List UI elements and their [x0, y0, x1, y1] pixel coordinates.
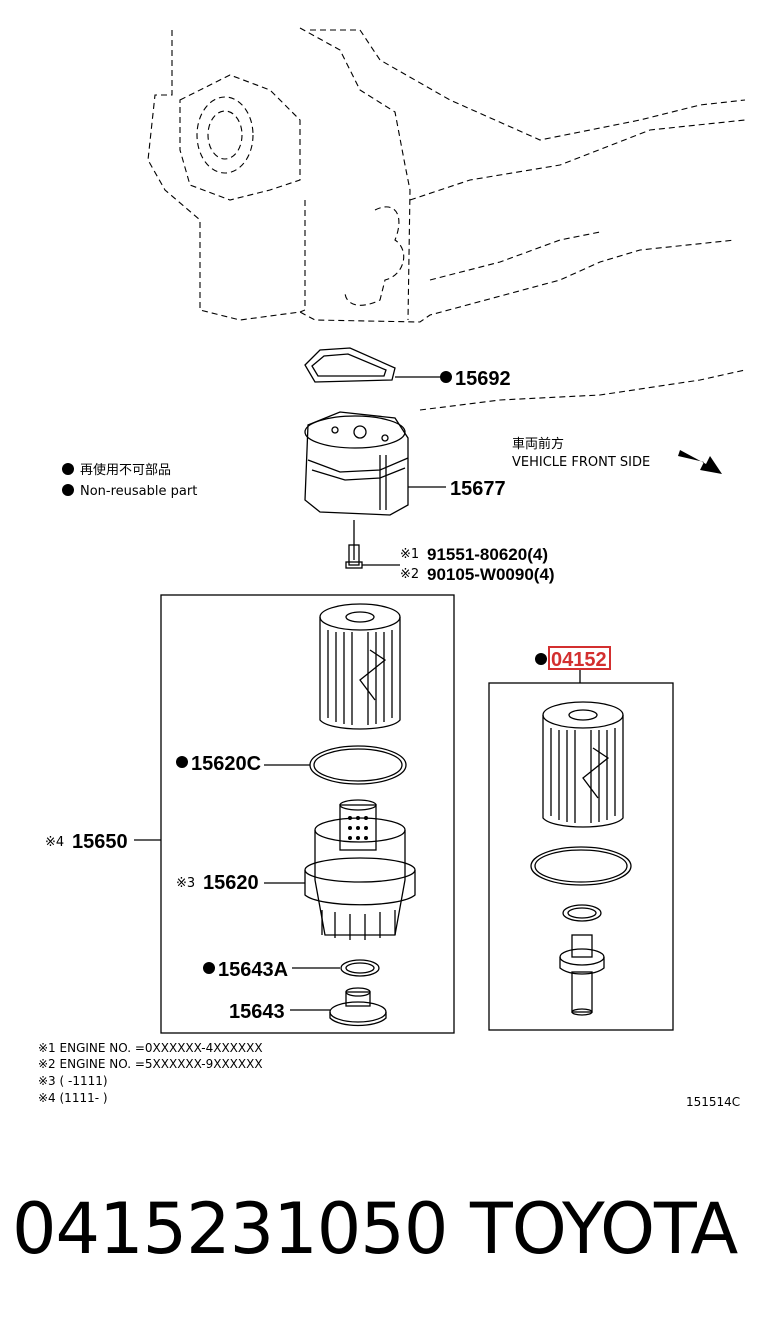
o-ring-kit-small[interactable]	[562, 904, 602, 922]
kit-box-04152	[488, 682, 674, 1031]
gasket-15692[interactable]	[304, 347, 396, 383]
drain-fitting-kit[interactable]	[559, 934, 605, 1016]
o-ring-15620C[interactable]	[309, 745, 407, 785]
legend-dot-en	[62, 484, 74, 496]
label-04152[interactable]: 04152	[551, 649, 607, 671]
direction-jp: 車両前方	[512, 436, 564, 452]
front-direction-arrow-icon	[678, 450, 722, 474]
highlight-04152	[548, 646, 611, 670]
note-4: ※4 (1111- )	[38, 1091, 108, 1105]
oil-filter-housing-15677[interactable]	[304, 411, 409, 516]
filter-cap-15620[interactable]	[304, 799, 416, 940]
direction-en: VEHICLE FRONT SIDE	[512, 455, 650, 470]
label-15643A[interactable]: 15643A	[218, 959, 288, 981]
label-15677[interactable]: 15677	[450, 478, 506, 500]
brand-footer: TOYOTA	[470, 1188, 738, 1270]
bolt[interactable]	[345, 520, 363, 569]
non-reusable-dot-15620C	[176, 756, 188, 768]
o-ring-15643A[interactable]	[340, 959, 380, 977]
non-reusable-dot-04152	[535, 653, 547, 665]
mark-1: ※1	[400, 547, 419, 562]
note-3: ※3 ( -1111)	[38, 1074, 108, 1088]
assembly-box-15650	[160, 594, 455, 1034]
filter-element-kit[interactable]	[542, 701, 624, 828]
label-15650[interactable]: 15650	[72, 831, 128, 853]
label-15620C[interactable]: 15620C	[191, 753, 261, 775]
legend-en: Non-reusable part	[80, 484, 197, 499]
drain-plug-15643[interactable]	[329, 987, 387, 1027]
part-number-footer: 0415231050	[12, 1188, 448, 1270]
note-1: ※1 ENGINE NO. =0XXXXXX-4XXXXXX	[38, 1041, 263, 1055]
mark-2: ※2	[400, 567, 419, 582]
non-reusable-dot-15692	[440, 371, 452, 383]
note-2: ※2 ENGINE NO. =5XXXXXX-9XXXXXX	[38, 1057, 263, 1071]
mark-3: ※3	[176, 876, 195, 891]
filter-element-left[interactable]	[319, 603, 401, 730]
label-15620[interactable]: 15620	[203, 872, 259, 894]
legend-jp: 再使用不可部品	[80, 462, 171, 478]
label-90105[interactable]: 90105-W0090(4)	[427, 565, 555, 584]
non-reusable-dot-15643A	[203, 962, 215, 974]
label-15643[interactable]: 15643	[229, 1001, 285, 1023]
o-ring-kit-large[interactable]	[530, 846, 632, 886]
legend-dot-jp	[62, 463, 74, 475]
label-15692[interactable]: 15692	[455, 368, 511, 390]
label-91551[interactable]: 91551-80620(4)	[427, 545, 548, 564]
diagram-code: 151514C	[686, 1095, 740, 1109]
engine-block-outline	[147, 27, 746, 411]
mark-4: ※4	[45, 835, 64, 850]
